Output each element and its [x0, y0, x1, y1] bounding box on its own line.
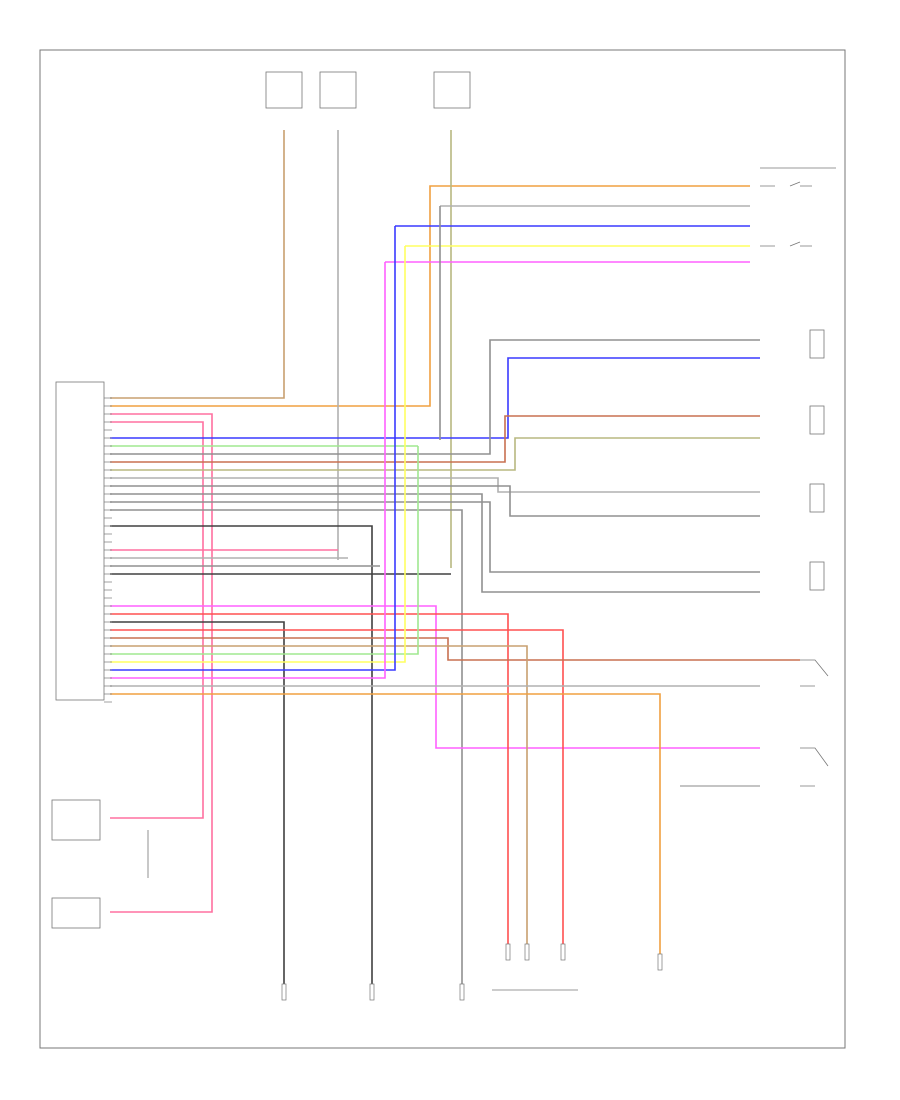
- wire-w33: [110, 246, 406, 663]
- wire-w17: [110, 485, 760, 517]
- switch-symbol: [760, 181, 812, 187]
- switch-symbol: [760, 241, 812, 247]
- wire-w9: [110, 413, 213, 913]
- ecu-pin-ticks: [104, 397, 112, 703]
- wire-w35: [110, 262, 386, 679]
- component-s_rr: [809, 561, 825, 591]
- splice-connector: [524, 943, 530, 961]
- splice-connector: [459, 983, 465, 1001]
- component-s_lf: [809, 329, 825, 359]
- component-csw: [51, 897, 101, 929]
- splice-connector: [657, 953, 663, 971]
- wire-w18: [110, 493, 760, 593]
- wire-w20: [110, 509, 463, 990]
- wire-w19: [110, 501, 760, 573]
- wire-w21: [110, 525, 373, 990]
- wire-w28: [110, 621, 285, 990]
- wire-w27: [110, 613, 509, 950]
- component-fuse3: [433, 71, 471, 109]
- wire-w14: [110, 415, 760, 463]
- wire-w11: [110, 357, 760, 439]
- diagram-frame: [39, 49, 846, 1049]
- wires: [110, 130, 800, 990]
- wire-w16: [110, 477, 760, 493]
- wire-w13: [110, 339, 760, 455]
- wire-w10: [110, 421, 204, 819]
- wire-w29: [110, 629, 564, 950]
- splice-connector: [281, 983, 287, 1001]
- wire-w31: [110, 645, 528, 950]
- component-s_lr: [809, 483, 825, 513]
- wire-w32: [110, 446, 419, 655]
- wire-w37: [110, 693, 661, 960]
- switch-symbols: [147, 167, 836, 991]
- splice-connector: [560, 943, 566, 961]
- component-fuse1: [265, 71, 303, 109]
- splice-connectors: [281, 943, 663, 1001]
- components: [51, 71, 825, 929]
- splice-connector: [505, 943, 511, 961]
- brake-switch-symbol: [800, 659, 829, 687]
- splice-connector: [369, 983, 375, 1001]
- wire-w1: [110, 130, 285, 399]
- component-fuse2: [319, 71, 357, 109]
- wire-w2: [110, 185, 750, 407]
- clutch-switch-symbol: [800, 747, 829, 787]
- component-ecu: [55, 381, 105, 701]
- component-tcm: [51, 799, 101, 841]
- wire-w34: [110, 226, 396, 671]
- wire-w26: [110, 605, 760, 749]
- wire-w15: [110, 437, 760, 471]
- wire-w30: [110, 637, 800, 661]
- component-s_rf: [809, 405, 825, 435]
